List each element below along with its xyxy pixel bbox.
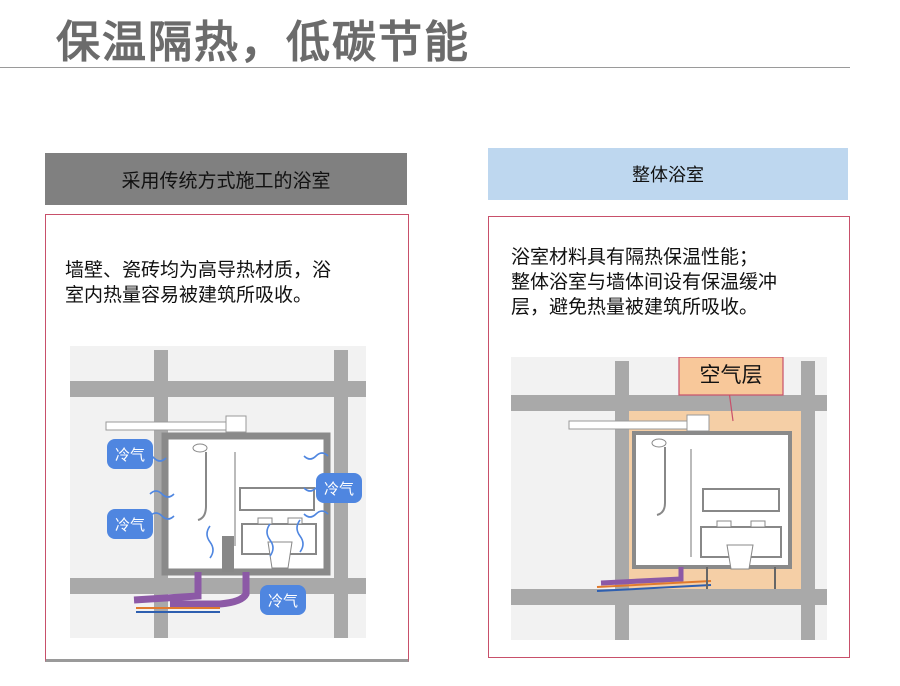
- page-title: 保温隔热，低碳节能: [56, 17, 470, 68]
- vent-duct: [568, 420, 690, 430]
- vanity-mirror: [239, 487, 315, 511]
- pipe-purple-left: [133, 572, 202, 604]
- drain-pillar: [222, 536, 234, 572]
- wall-lower-slab: [511, 589, 827, 605]
- right-panel-header-text: 整体浴室: [632, 165, 704, 186]
- cold-air-bubble-1: 冷气: [107, 439, 153, 469]
- vent-box: [225, 415, 247, 433]
- wall-lower-slab: [70, 578, 366, 594]
- shower-hose: [197, 452, 207, 521]
- shower-head: [192, 443, 208, 453]
- cold-air-label-3: 冷气: [324, 480, 354, 498]
- air-layer-pointer: [728, 390, 734, 422]
- cold-air-label-4: 冷气: [268, 592, 298, 610]
- sink-left: [257, 517, 273, 525]
- vent-duct: [105, 421, 229, 431]
- sink-left: [716, 520, 732, 528]
- air-layer-callout: 空气层: [678, 357, 784, 396]
- sink-right: [750, 520, 766, 528]
- air-layer-label: 空气层: [700, 363, 763, 387]
- pipe-purple-right: [170, 572, 250, 608]
- cold-air-bubble-3: 冷气: [316, 473, 362, 503]
- traditional-bathroom-diagram: 冷气 冷气 冷气 冷气: [70, 346, 366, 638]
- shower-hose: [656, 447, 666, 516]
- right-panel-header: 整体浴室: [488, 148, 848, 200]
- title-divider: [0, 67, 850, 68]
- cold-air-arrows: [141, 452, 329, 559]
- left-panel-header: 采用传统方式施工的浴室: [45, 153, 407, 205]
- pipe-blue: [596, 584, 712, 592]
- wall-column-left: [615, 361, 629, 640]
- left-panel-header-text: 采用传统方式施工的浴室: [121, 169, 331, 192]
- sink-right: [287, 517, 303, 525]
- right-desc-line-2: 整体浴室与墙体间设有保温缓冲: [511, 271, 778, 293]
- cold-air-bubble-2: 冷气: [107, 509, 153, 539]
- pipe-orange: [596, 580, 712, 588]
- wall-upper-slab: [70, 381, 366, 397]
- right-desc-line-1: 浴室材料具有隔热保温性能；: [511, 246, 759, 268]
- cold-air-bubble-4: 冷气: [260, 585, 306, 615]
- wall-upper-slab: [511, 395, 827, 411]
- integrated-bathroom-diagram: 空气层: [511, 357, 827, 640]
- toilet: [726, 544, 754, 570]
- right-desc-line-3: 层，避免热量被建筑所吸收。: [511, 296, 759, 318]
- toilet: [267, 541, 293, 569]
- pipe-purple: [600, 567, 684, 586]
- shower-head: [651, 438, 667, 448]
- cold-air-label-1: 冷气: [115, 446, 145, 464]
- left-desc-line-1: 墙壁、瓷砖均为高导热材质，浴: [65, 259, 332, 281]
- right-panel-description: 浴室材料具有隔热保温性能； 整体浴室与墙体间设有保温缓冲 层，避免热量被建筑所吸…: [511, 245, 777, 320]
- vent-box: [686, 414, 710, 432]
- cold-air-label-2: 冷气: [115, 516, 145, 534]
- vanity-mirror: [702, 488, 780, 512]
- left-desc-line-2: 室内热量容易被建筑所吸收。: [65, 284, 313, 306]
- left-panel-description: 墙壁、瓷砖均为高导热材质，浴 室内热量容易被建筑所吸收。: [65, 258, 331, 308]
- wall-column-right: [801, 361, 815, 640]
